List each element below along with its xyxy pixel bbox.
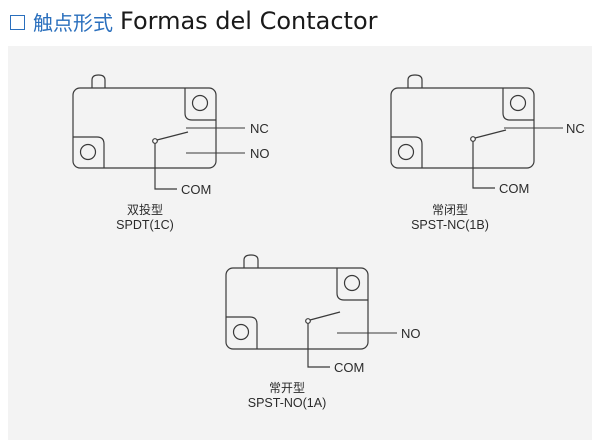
switch-type-chinese: 常闭型	[431, 203, 468, 217]
mounting-hole-bottom-left	[232, 323, 250, 341]
title-chinese: 触点形式	[33, 10, 113, 35]
switch-caption-spst-no: 常开型 SPST-NO(1A)	[232, 381, 342, 411]
pivot-point	[470, 136, 476, 142]
switch-caption-spst-nc: 常闭型 SPST-NC(1B)	[395, 203, 505, 233]
com-lead	[307, 323, 330, 368]
mounting-hole-top-right	[343, 274, 361, 292]
terminal-label-com: COM	[334, 360, 364, 375]
mounting-hole-bottom-left	[79, 143, 97, 161]
mounting-block-bottom-left	[73, 136, 105, 168]
terminal-label-nc: NC	[566, 121, 585, 136]
switch-type-code: SPDT(1C)	[116, 218, 174, 232]
mounting-block-top-right	[184, 88, 216, 121]
switch-body	[225, 267, 369, 350]
mounting-hole-bottom-left	[397, 143, 415, 161]
terminal-label-nc: NC	[250, 121, 269, 136]
mounting-block-bottom-left	[391, 136, 423, 168]
switch-type-code: SPST-NO(1A)	[247, 396, 327, 410]
actuator-button	[91, 74, 106, 88]
diagram-panel	[8, 46, 592, 440]
com-lead	[472, 141, 495, 189]
square-outline-icon	[10, 14, 25, 30]
switch-type-chinese: 常开型	[268, 381, 305, 395]
actuator-button	[407, 74, 423, 88]
mounting-block-top-right	[502, 88, 534, 121]
switch-type-chinese: 双投型	[126, 203, 163, 217]
switch-type-code: SPST-NC(1B)	[411, 218, 489, 232]
mounting-block-top-right	[336, 268, 368, 301]
terminal-label-no: NO	[401, 326, 421, 341]
contact-lever	[309, 311, 341, 321]
title-spanish: Formas del Contactor	[120, 7, 378, 35]
mounting-hole-top-right	[191, 94, 209, 112]
terminal-label-com: COM	[181, 182, 211, 197]
switch-caption-spdt: 双投型 SPDT(1C)	[95, 203, 195, 233]
pivot-point	[152, 138, 158, 144]
mounting-hole-top-right	[509, 94, 527, 112]
section-title: 触点形式 Formas del Contactor	[10, 4, 378, 38]
pivot-point	[305, 318, 311, 324]
contact-lever	[474, 129, 507, 139]
mounting-block-bottom-left	[226, 316, 258, 349]
actuator-button	[243, 254, 259, 268]
switch-spst-no	[225, 254, 397, 368]
terminal-label-com: COM	[499, 181, 529, 196]
com-lead	[154, 143, 177, 190]
terminal-label-no: NO	[250, 146, 270, 161]
switch-spst-nc	[390, 74, 563, 189]
contact-lever	[156, 131, 189, 141]
switch-spdt	[72, 74, 245, 190]
